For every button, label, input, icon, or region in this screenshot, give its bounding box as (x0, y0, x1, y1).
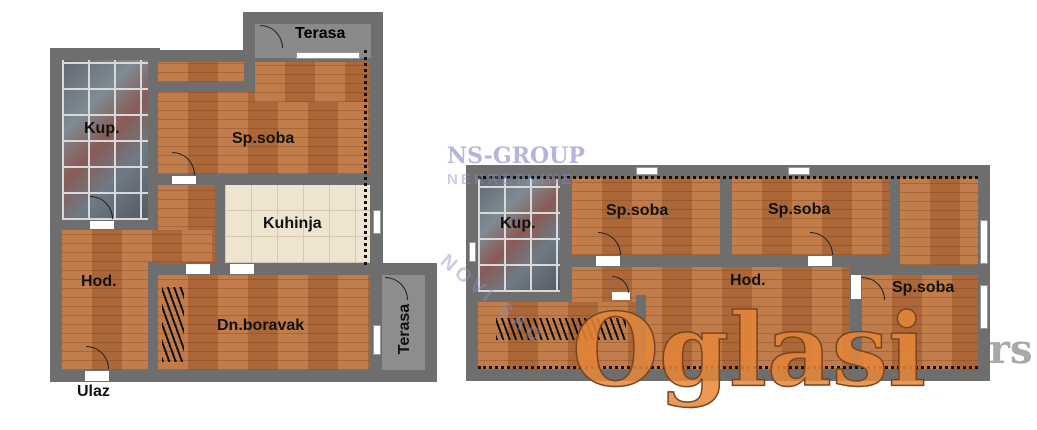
entrance-label: Ulaz (77, 383, 110, 400)
door-opening (230, 264, 254, 274)
bathroom-floor (478, 178, 560, 292)
oglasi-logo-tld: .rs (975, 326, 1033, 373)
room-label: Sp.soba (606, 202, 669, 219)
room-label: Hod. (730, 272, 766, 289)
window (469, 242, 476, 262)
window (636, 167, 658, 175)
window (373, 210, 381, 234)
kitchen-floor (225, 185, 370, 263)
window (373, 325, 381, 355)
room-label: Hod. (81, 273, 117, 290)
room-label: Sp.soba (892, 279, 955, 296)
room-label: Sp.soba (232, 130, 295, 147)
bedroom-floor (255, 62, 370, 102)
door-opening (90, 221, 114, 229)
living-room-floor (158, 275, 370, 370)
agency-watermark: NS-GROUP (447, 143, 585, 169)
dotted-line (478, 176, 978, 179)
wall (636, 295, 646, 370)
bedroom-floor (572, 178, 720, 255)
door-opening (85, 371, 109, 381)
dotted-line (478, 366, 978, 369)
room-label: Kup. (84, 120, 120, 137)
bedroom-floor (862, 275, 978, 370)
room-label: Kup. (500, 215, 536, 232)
door-opening (808, 256, 832, 266)
bedroom-floor (732, 178, 890, 255)
room-label: Terasa (295, 25, 346, 42)
hall-floor (62, 230, 212, 262)
door-opening (186, 264, 210, 274)
window (296, 52, 360, 59)
agency-watermark: NEKRETNINE (447, 171, 575, 188)
window (980, 220, 988, 264)
dotted-line (364, 50, 367, 265)
door-opening (612, 292, 630, 300)
oglasi-logo: Oglasi (571, 291, 927, 409)
room-label: Terasa (396, 303, 414, 355)
stairs-icon (162, 287, 184, 362)
door-opening (851, 275, 861, 299)
door-opening (596, 256, 620, 266)
bathroom-floor (62, 60, 148, 220)
storage-floor (158, 62, 244, 82)
window (980, 285, 988, 329)
window (788, 167, 810, 175)
bedroom-floor (158, 92, 370, 174)
room-label: Sp.soba (768, 201, 831, 218)
room-floor (900, 178, 978, 265)
stairs-icon (496, 318, 626, 340)
room-label: Kuhinja (263, 215, 322, 232)
room-label: Dn.boravak (217, 317, 305, 334)
door-opening (172, 176, 196, 184)
